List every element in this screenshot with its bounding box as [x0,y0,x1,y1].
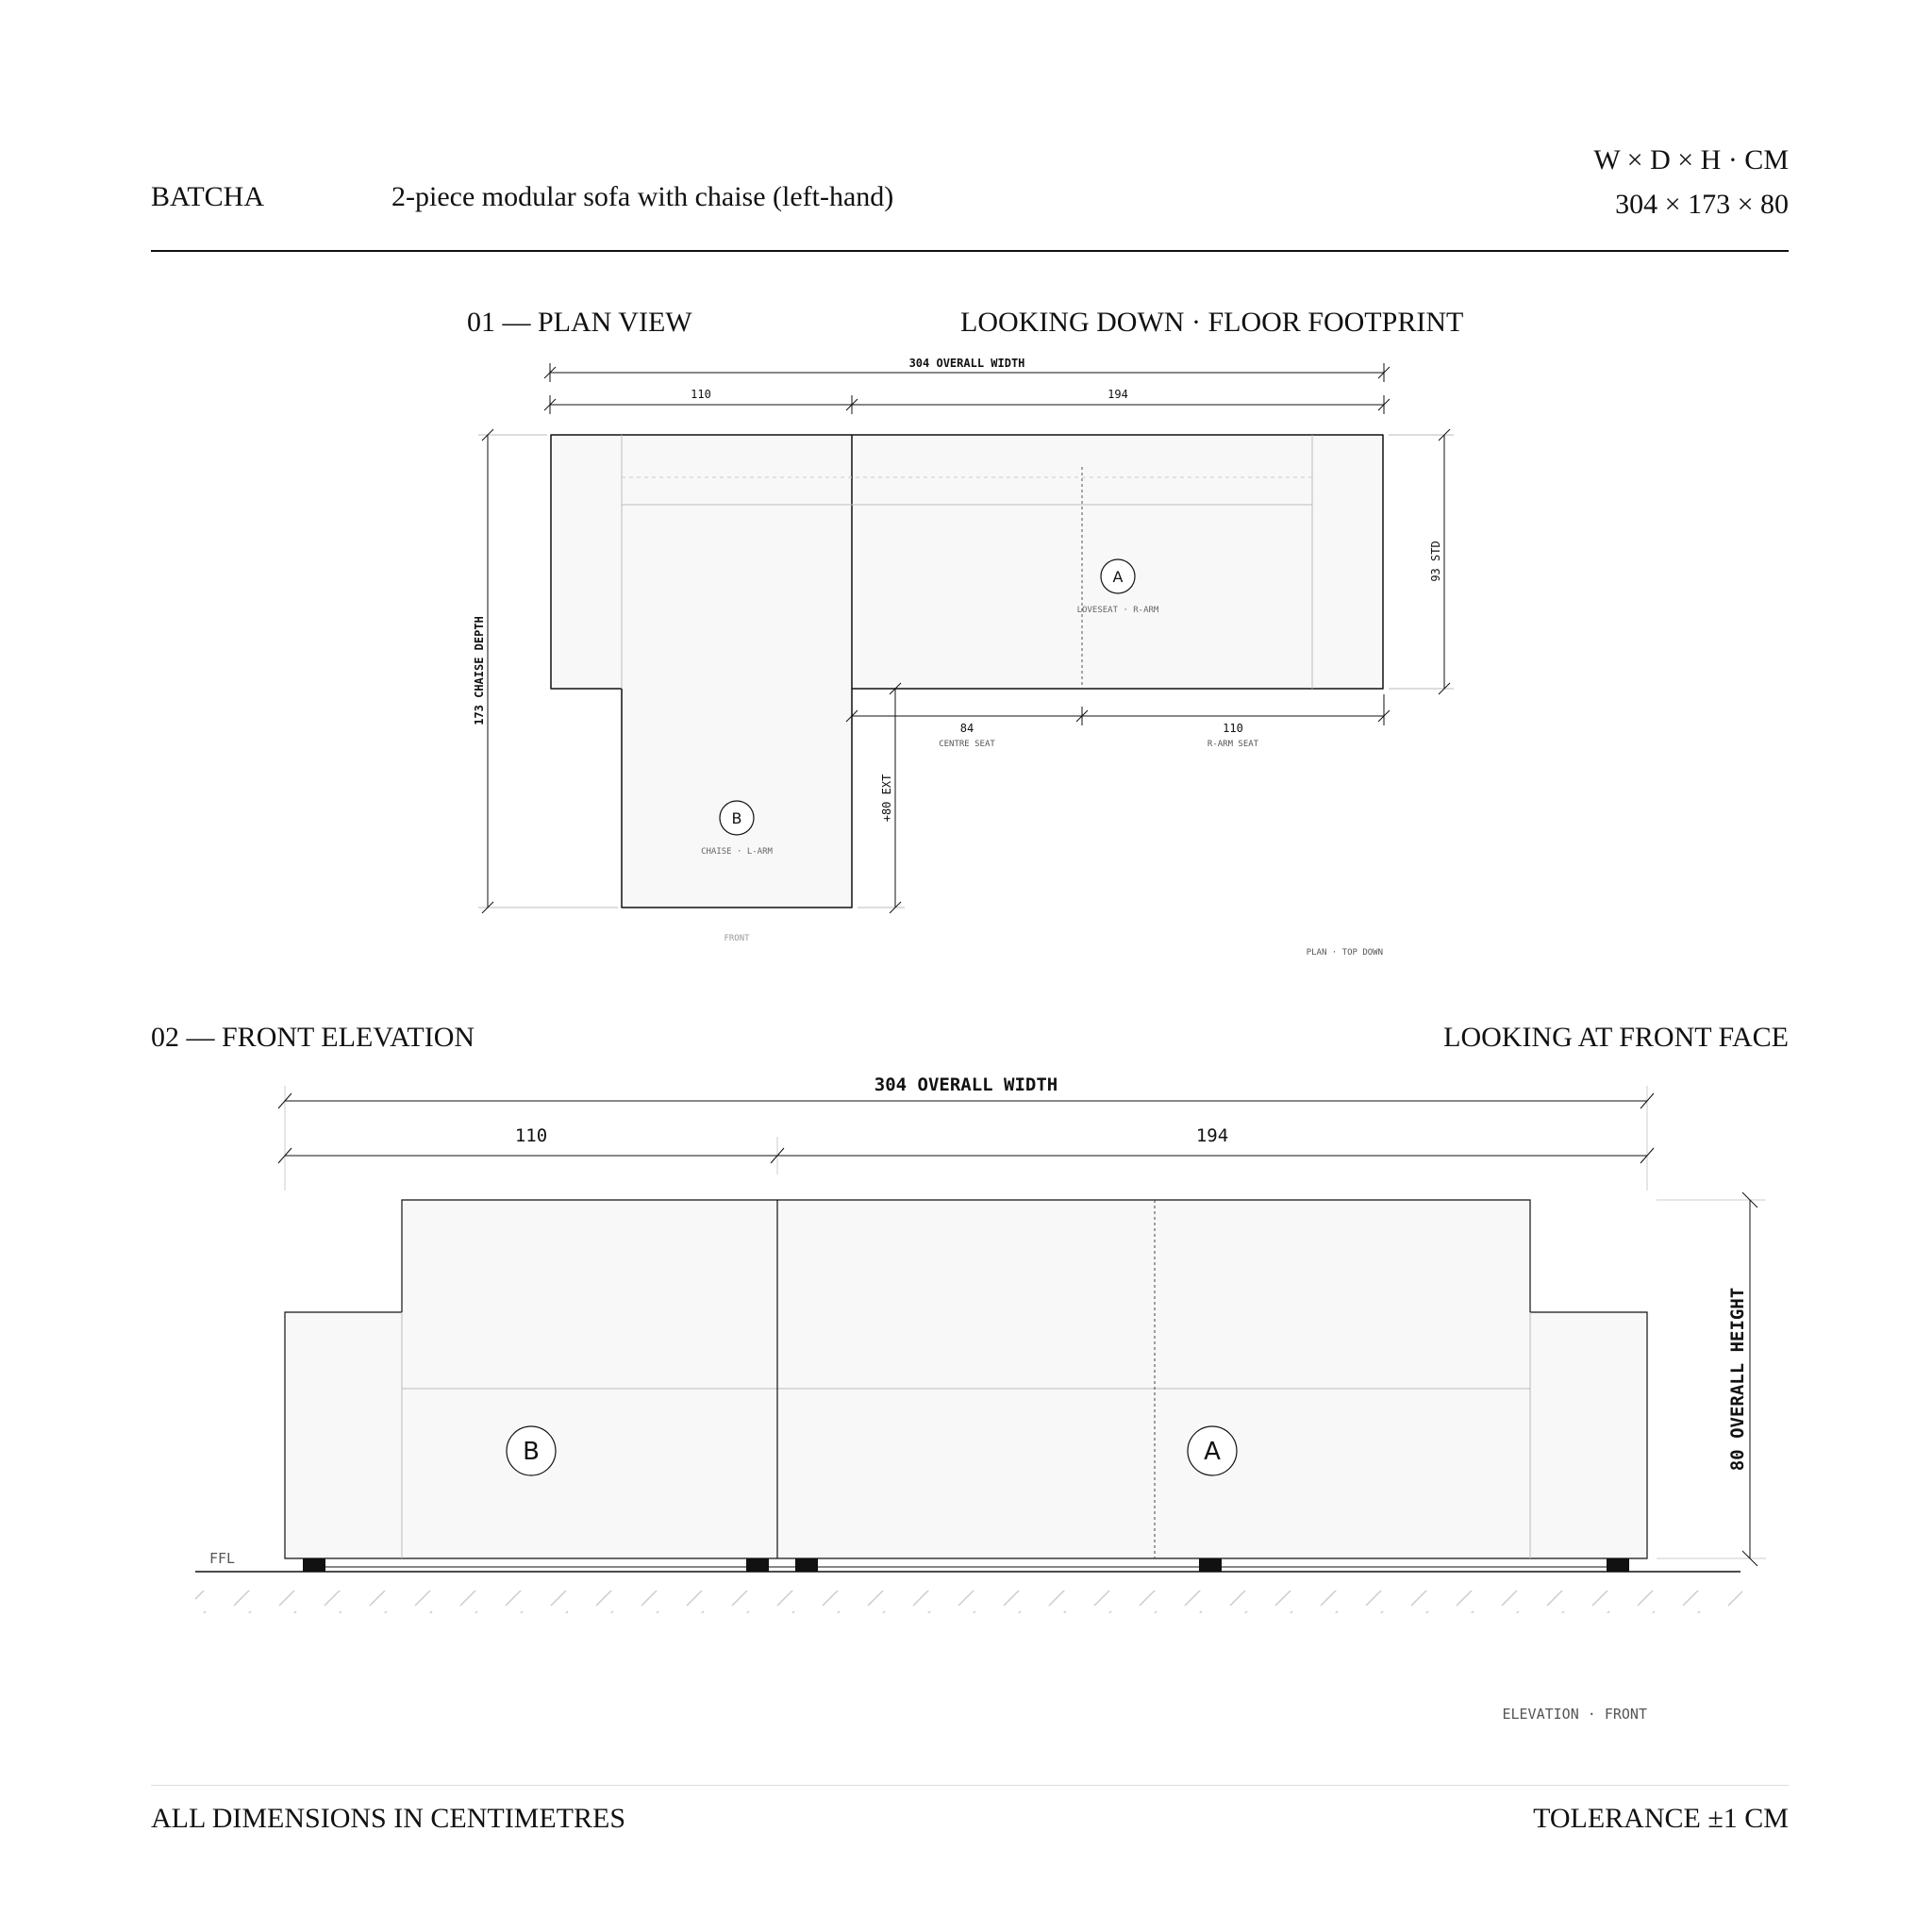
plan-section-title: 01 — PLAN VIEW [467,307,692,338]
plan-ext-label: +80 EXT [880,774,893,823]
plan-rarm-seat-label: R-ARM SEAT [1208,740,1259,749]
plan-depth-label: 173 CHAISE DEPTH [473,616,486,725]
elevation-section-title: 02 — FRONT ELEVATION [151,1022,475,1053]
plan-centre-seat-label: CENTRE SEAT [939,740,995,749]
plan-module-b-label: CHAISE · L-ARM [701,847,773,857]
plan-seat-dimension [845,694,1391,725]
brand-name: BATCHA [151,181,265,212]
elevation-overall-width-dimension [277,1086,1655,1191]
plan-caption: PLAN · TOP DOWN [1307,948,1383,958]
plan-section-subtitle: LOOKING DOWN · FLOOR FOOTPRINT [960,307,1464,338]
elevation-height-dimension [1657,1191,1766,1567]
elevation-section-subtitle: LOOKING AT FRONT FACE [1443,1022,1789,1053]
dimensions-label: W × D × H · CM [1593,144,1789,175]
elevation-caption: ELEVATION · FRONT [1502,1706,1647,1723]
plan-dim-left: 110 [691,388,711,401]
elevation-legs [303,1558,1629,1572]
footer-rule [151,1785,1789,1786]
elevation-module-b-letter: B [523,1438,540,1466]
product-description: 2-piece modular sofa with chaise (left-h… [391,181,894,212]
plan-std-depth-dimension [1389,428,1454,695]
plan-centre-seat-value: 84 [960,722,974,735]
plan-view: 304 OVERALL WIDTH 110 194 A LOVESEAT · R… [473,357,1454,958]
elevation-module-a-letter: A [1204,1438,1221,1466]
front-elevation: 304 OVERALL WIDTH 110 194 B A [195,1074,1766,1723]
elevation-dim-left: 110 [515,1125,547,1146]
elevation-dim-right: 194 [1196,1125,1228,1146]
elevation-overall-width-label: 304 OVERALL WIDTH [874,1074,1058,1095]
plan-module-a-letter: A [1113,568,1124,586]
plan-segment-dimension [543,395,1391,414]
footer-tolerance-note: TOLERANCE ±1 CM [1533,1803,1789,1834]
plan-module-a-label: LOVESEAT · R-ARM [1077,606,1159,615]
elevation-module-a-marker [1187,1425,1238,1476]
elevation-segment-dimension [277,1137,1655,1174]
elevation-floor-label: FFL [209,1550,235,1567]
elevation-module-b-marker [506,1425,557,1476]
elevation-floor-hatch [195,1591,1742,1613]
header-rule [151,250,1789,252]
plan-front-label: FRONT [724,934,750,943]
plan-module-b-marker [719,800,755,836]
plan-rarm-seat-value: 110 [1223,722,1243,735]
plan-module-a-marker [1100,558,1136,594]
plan-module-b-letter: B [732,809,742,827]
elevation-sofa-outline [284,1199,1648,1559]
footer-units-note: ALL DIMENSIONS IN CENTIMETRES [151,1803,626,1834]
plan-overall-width-label: 304 OVERALL WIDTH [909,357,1025,370]
elevation-height-label: 80 OVERALL HEIGHT [1727,1288,1748,1471]
plan-ext-dimension [858,682,905,914]
plan-std-label: 93 STD [1429,541,1442,581]
plan-overall-width-dimension [543,363,1391,382]
dimensions-value: 304 × 173 × 80 [1615,189,1789,220]
plan-depth-dimension [478,428,618,914]
plan-sofa-outline [550,434,1384,908]
plan-dim-right: 194 [1108,388,1128,401]
